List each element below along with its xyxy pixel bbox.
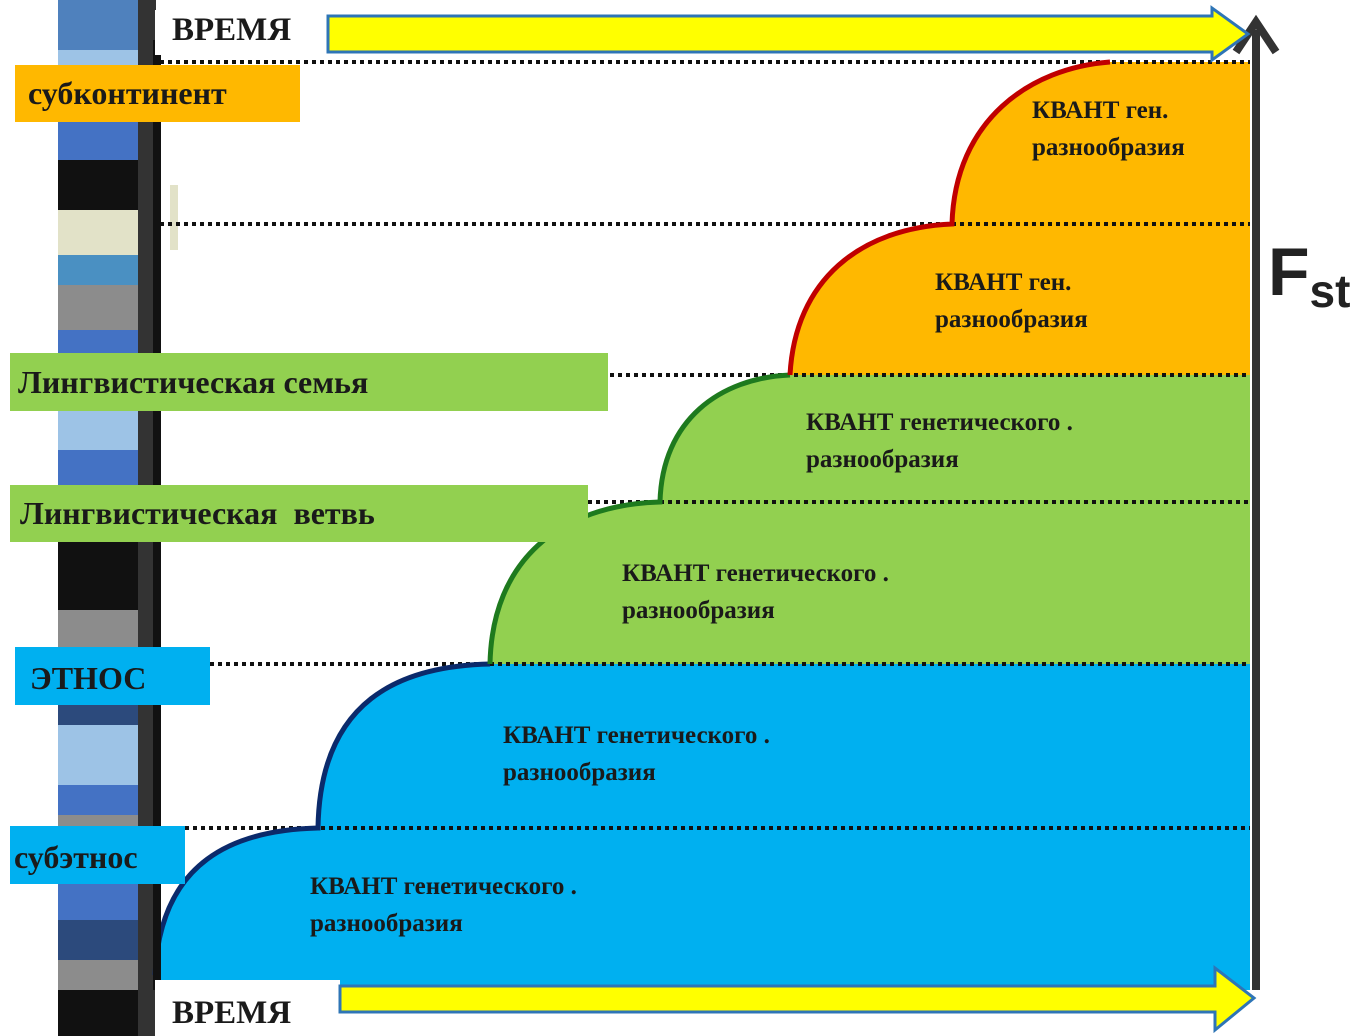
time-arrow-top-shape xyxy=(326,5,1251,63)
svg-text:КВАНТ генетического .: КВАНТ генетического . xyxy=(622,560,889,587)
svg-text:разнообразия: разнообразия xyxy=(806,446,959,473)
orange-region xyxy=(790,62,1250,375)
svg-text:Лингвистическая ветвь: Лингвистическая ветвь xyxy=(20,495,375,531)
level-label-language-family: Лингвистическая семья xyxy=(10,353,608,411)
level-box-subcontinent xyxy=(15,65,300,122)
time-label-bottom: ВРЕМЯ xyxy=(172,995,291,1031)
blue-region xyxy=(155,664,1250,990)
quantum-label-5: КВАНТ генетического . разнообразия xyxy=(503,722,770,786)
quantum-label-1: КВАНТ ген. разнообразия xyxy=(1032,97,1185,161)
level-label-subcontinent: субконтинент xyxy=(15,65,300,122)
svg-text:ЭТНОС: ЭТНОС xyxy=(30,660,146,696)
quantum-label-6: КВАНТ генетического . разнообразия xyxy=(310,873,577,937)
quantum-label-4: КВАНТ генетического . разнообразия xyxy=(622,560,889,624)
time-arrow-bottom: ВРЕМЯ xyxy=(155,964,1257,1036)
time-arrow-bottom-shape xyxy=(338,964,1257,1034)
svg-text:КВАНТ ген.: КВАНТ ген. xyxy=(1032,97,1168,124)
blue-step-curve xyxy=(152,661,491,976)
level-label-subethnos: субэтнос xyxy=(10,826,185,884)
svg-text:субконтинент: субконтинент xyxy=(28,75,227,111)
time-label-top: ВРЕМЯ xyxy=(172,12,291,48)
svg-text:разнообразия: разнообразия xyxy=(935,306,1088,333)
level-box-language-family xyxy=(10,353,608,411)
level-box-ethnos xyxy=(15,647,210,705)
green-region xyxy=(490,375,1250,664)
svg-text:КВАНТ генетического .: КВАНТ генетического . xyxy=(806,409,1073,436)
green-step-curve xyxy=(487,372,791,665)
fst-axis-label: Fst xyxy=(1268,234,1350,317)
svg-text:разнообразия: разнообразия xyxy=(503,759,656,786)
level-box-subethnos xyxy=(10,826,185,884)
svg-text:Лингвистическая семья: Лингвистическая семья xyxy=(18,364,368,400)
svg-text:разнообразия: разнообразия xyxy=(310,910,463,937)
fst-axis-arrow xyxy=(1232,14,1280,990)
level-label-language-branch: Лингвистическая ветвь xyxy=(10,485,588,542)
svg-text:разнообразия: разнообразия xyxy=(622,597,775,624)
svg-text:КВАНТ генетического .: КВАНТ генетического . xyxy=(503,722,770,749)
level-box-language-branch xyxy=(10,485,588,542)
time-arrow-top: ВРЕМЯ xyxy=(155,5,1251,63)
svg-text:КВАНТ ген.: КВАНТ ген. xyxy=(935,269,1071,296)
red-step-curve xyxy=(787,59,1111,376)
svg-text:КВАНТ генетического .: КВАНТ генетического . xyxy=(310,873,577,900)
svg-text:субэтнос: субэтнос xyxy=(14,839,138,875)
svg-text:разнообразия: разнообразия xyxy=(1032,134,1185,161)
quantum-label-2: КВАНТ ген. разнообразия xyxy=(935,269,1088,333)
quantum-label-3: КВАНТ генетического . разнообразия xyxy=(806,409,1073,473)
level-dotted-lines xyxy=(160,60,1250,830)
level-label-ethnos: ЭТНОС xyxy=(15,647,210,705)
